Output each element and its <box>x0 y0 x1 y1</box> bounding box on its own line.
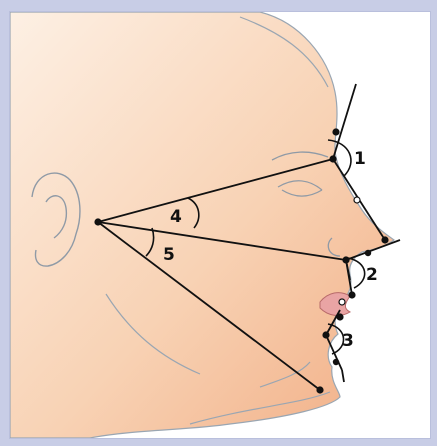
point-pronasale <box>381 236 388 243</box>
point-stomion <box>339 299 345 305</box>
point-labrale-superius <box>348 291 355 298</box>
point-labrale-inferius <box>336 313 343 320</box>
diagram-panel: 1 2 3 4 5 <box>9 11 431 439</box>
point-soft-tissue-b <box>322 331 329 338</box>
point-subnasale <box>342 256 349 263</box>
point-porion <box>94 218 101 225</box>
point-chin <box>333 359 339 365</box>
angle-label-3: 3 <box>342 331 354 351</box>
angle-label-2: 2 <box>366 265 378 285</box>
point-columella <box>365 250 371 256</box>
angle-label-4: 4 <box>170 207 182 227</box>
point-menton <box>316 386 323 393</box>
line-chin-tangent <box>342 370 344 382</box>
point-nasal-dorsum <box>354 197 360 203</box>
face-silhouette <box>10 12 394 438</box>
point-nasion <box>329 155 336 162</box>
angle-label-5: 5 <box>163 245 175 265</box>
angle-label-1: 1 <box>354 149 366 169</box>
point-forehead <box>332 128 339 135</box>
profile-diagram: 1 2 3 4 5 <box>10 12 430 438</box>
